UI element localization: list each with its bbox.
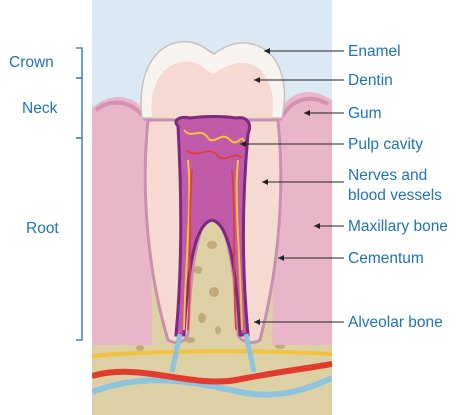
tooth-illustration [92, 0, 332, 415]
label-nerves-line2: blood vessels [348, 187, 442, 204]
root-vessel-links [169, 333, 257, 373]
vessel-red [92, 361, 332, 385]
label-cementum: Cementum [348, 250, 424, 267]
gum-edge-right [278, 96, 329, 122]
label-gum: Gum [348, 105, 382, 122]
region-label-root: Root [26, 220, 59, 237]
region-label-crown: Crown [9, 54, 54, 71]
region-brackets [76, 47, 83, 341]
label-enamel: Enamel [348, 43, 401, 60]
dentin [151, 61, 274, 118]
root-bracket [76, 137, 83, 341]
region-label-neck: Neck [22, 100, 58, 117]
label-nerves-line1: Nerves and [348, 167, 427, 184]
neck-bracket [76, 77, 83, 139]
gum-right [272, 92, 332, 345]
nerve-yellow [92, 349, 332, 358]
nerve-path [183, 129, 245, 331]
vessel-blue [92, 375, 332, 398]
gum [92, 97, 152, 345]
label-pulp-cavity: Pulp cavity [348, 136, 423, 153]
vessel-path [185, 149, 243, 331]
pointer-lines [240, 50, 344, 323]
label-dentin: Dentin [348, 72, 393, 89]
pointer-arrowheads [240, 48, 320, 325]
label-alveolar-bone: Alveolar bone [348, 314, 443, 331]
crown-bracket [76, 47, 83, 79]
label-maxillary-bone: Maxillary bone [348, 218, 448, 235]
